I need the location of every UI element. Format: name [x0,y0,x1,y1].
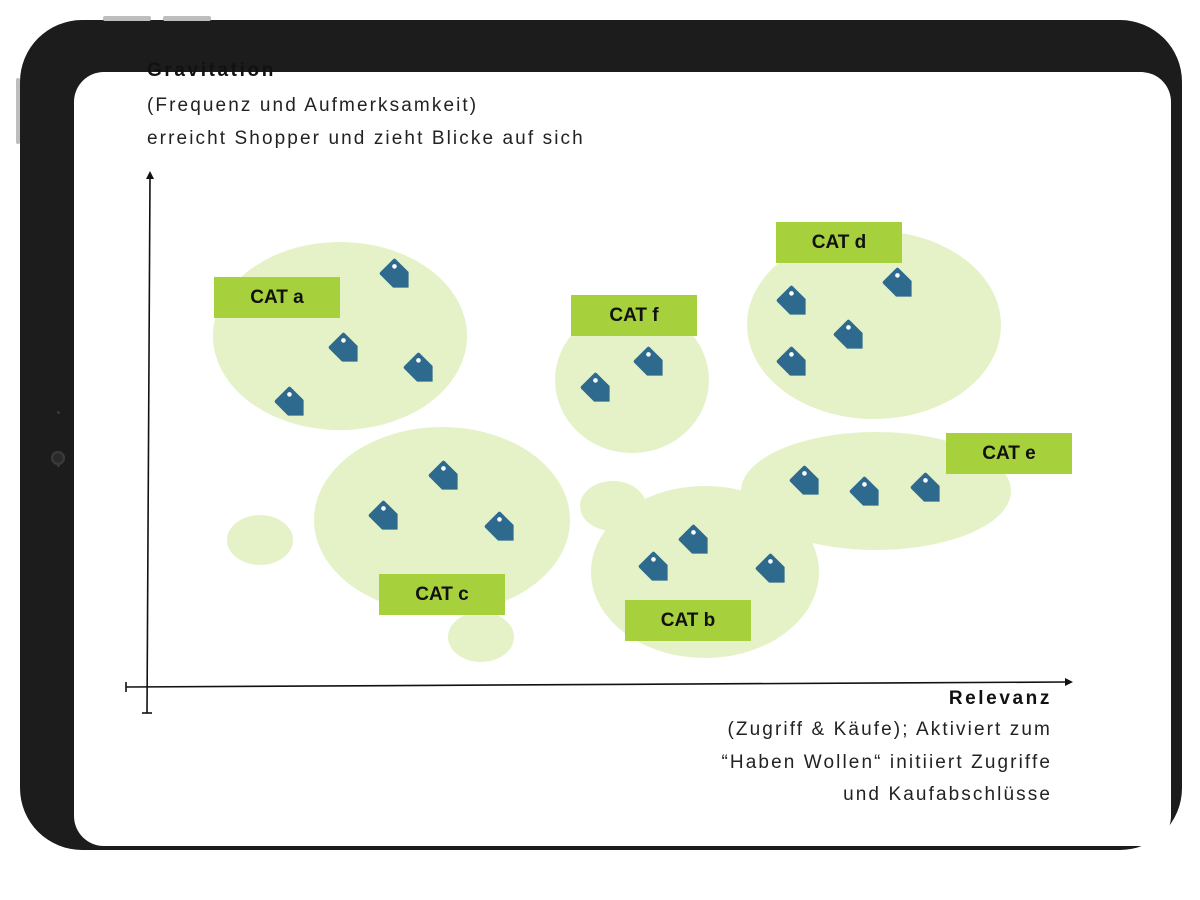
axes [125,177,1067,714]
sensor-dot [57,411,60,414]
sensor-dot [57,464,60,467]
x-axis-subtitle-line: “Haben Wollen“ initiiert Zugriffe [721,752,1052,773]
y-axis-line [146,177,151,714]
bubble-cat-f [555,307,709,453]
small-bubble [580,481,646,531]
x-axis-subtitle-line: (Zugriff & Käufe); Aktiviert zum [727,719,1052,740]
y-axis-arrow [146,171,154,179]
small-bubble [227,515,293,565]
x-axis-subtitle-line: und Kaufabschlüsse [843,784,1052,805]
volume-button [103,16,151,21]
bubble-cat-d [747,231,1001,419]
y-axis-subtitle-line: (Frequenz und Aufmerksamkeit) [147,95,479,116]
label-cat-f: CAT f [571,295,697,336]
label-cat-e: CAT e [946,433,1072,474]
label-cat-b: CAT b [625,600,751,641]
label-cat-a: CAT a [214,277,340,318]
label-cat-d: CAT d [776,222,902,263]
power-button [16,78,20,144]
x-axis-line [125,681,1067,688]
small-bubble [448,612,514,662]
camera-icon [51,451,65,465]
bubble-cat-c [314,427,570,613]
y-axis-title: Gravitation [147,60,276,81]
x-axis-title: Relevanz [948,688,1052,709]
bubble-group [213,231,1011,662]
label-cat-c: CAT c [379,574,505,615]
y-axis-subtitle-line: erreicht Shopper und zieht Blicke auf si… [147,128,585,149]
volume-button [163,16,211,21]
x-axis-arrow [1065,678,1073,686]
